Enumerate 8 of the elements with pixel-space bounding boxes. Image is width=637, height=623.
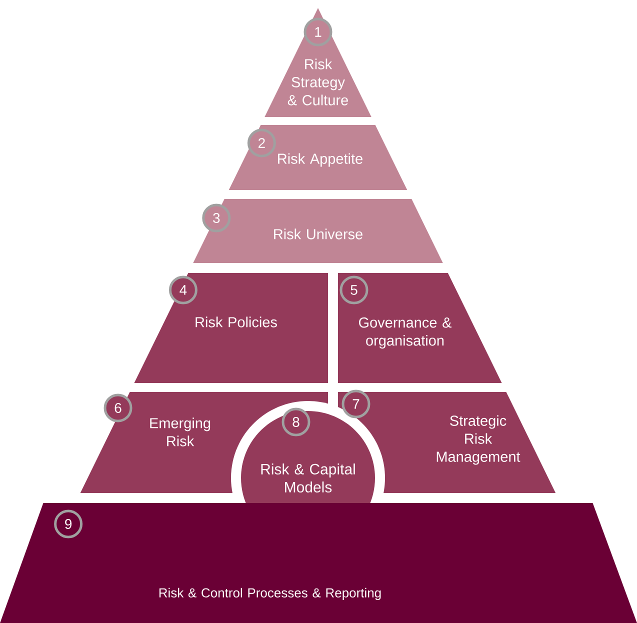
number-badge: 3 — [202, 204, 231, 232]
node-label: Emerging Risk — [150, 418, 210, 446]
node-label: Strategic Risk Management — [436, 415, 520, 465]
number-badge: 1 — [304, 18, 332, 46]
number-badge: 2 — [247, 128, 276, 158]
number-badge: 4 — [168, 276, 198, 304]
number-badge: 7 — [342, 390, 370, 418]
number-badge: 6 — [104, 394, 132, 422]
